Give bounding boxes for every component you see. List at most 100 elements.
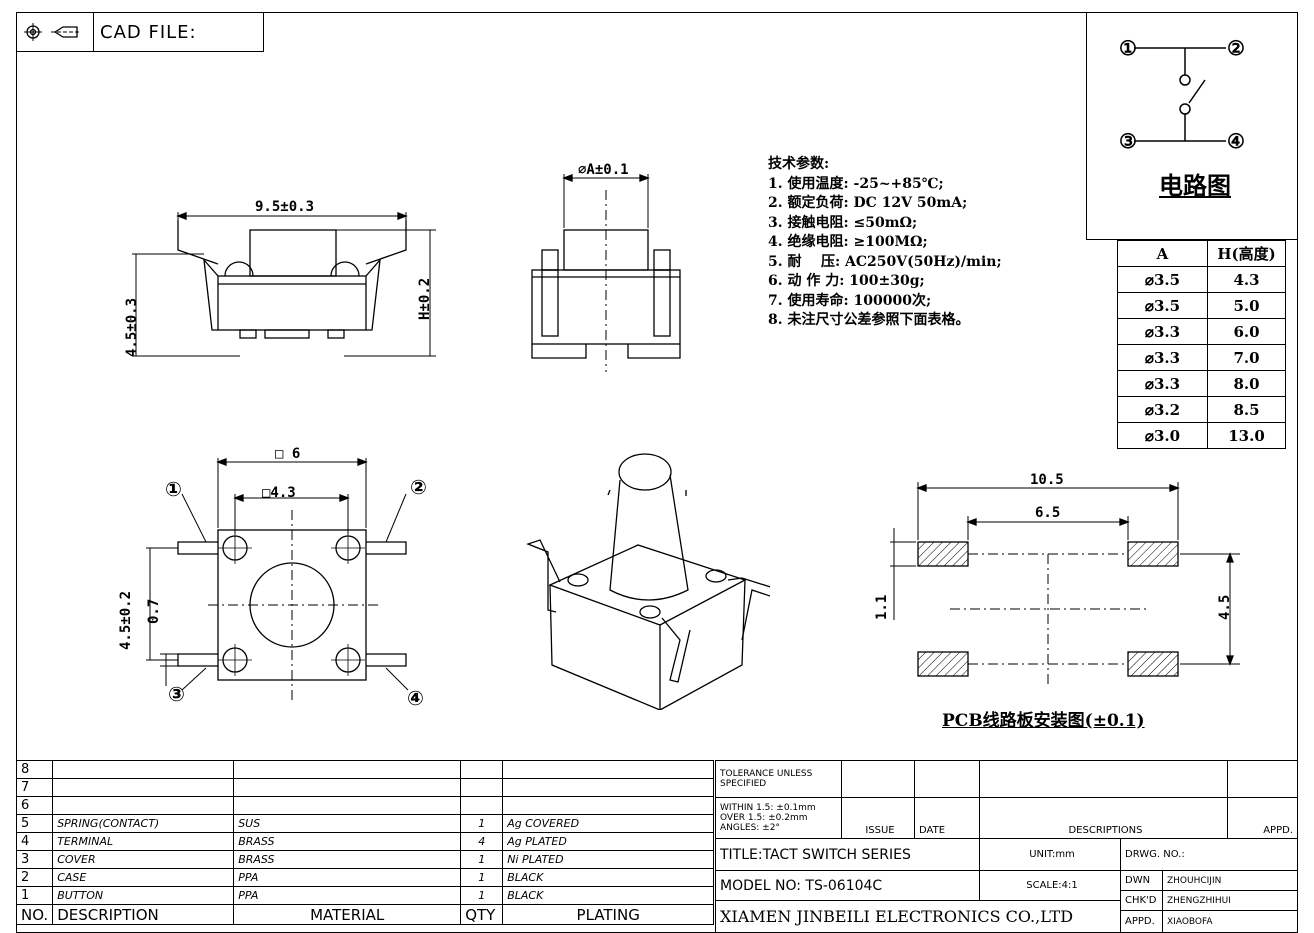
bom-row: 8: [15, 760, 715, 779]
blank-cell: [979, 760, 1228, 798]
spec-item: 4. 绝缘电阻: ≥100MΩ;: [768, 234, 928, 250]
cell-a: ⌀3.3: [1117, 344, 1208, 371]
bom-plating: Ag COVERED: [502, 814, 715, 833]
bom-desc: COVER: [52, 850, 235, 869]
top-pin-1: ①: [165, 477, 182, 501]
unit-label: UNIT:mm: [979, 838, 1121, 871]
cad-file-header: CAD FILE:: [16, 12, 264, 52]
blank-cell: [841, 760, 915, 798]
dim-front-width: 9.5±0.3: [255, 199, 315, 215]
dim-top-height: 4.5±0.2: [118, 590, 134, 650]
bom-header-no: NO.: [15, 904, 54, 925]
cad-file-label: CAD FILE:: [93, 13, 263, 51]
technical-specs: 技术参数: 1. 使用温度: -25~+85℃; 2. 额定负荷: DC 12V 5…: [768, 155, 1002, 331]
bom-desc: SPRING(CONTACT): [52, 814, 235, 833]
bom-header-qty: QTY: [460, 904, 504, 925]
dim-front-height-right: H±0.2: [417, 277, 433, 320]
bom-no: 5: [15, 814, 54, 833]
circuit-schematic: [1134, 47, 1226, 142]
issue-label: ISSUE: [841, 797, 915, 839]
bom-plating: Ag PLATED: [502, 832, 715, 851]
bom-desc: CASE: [52, 868, 235, 887]
top-pin-3: ③: [168, 682, 185, 706]
dim-top-lead: 0.7: [146, 598, 162, 624]
bom-desc: [52, 760, 235, 779]
top-pin-4: ④: [407, 686, 424, 710]
bom-mat: SUS: [233, 814, 462, 833]
circuit-diagram-box: [1086, 12, 1298, 240]
blank-cell: [914, 760, 980, 798]
bom-header-desc: DESCRIPTION: [52, 904, 235, 925]
bom-plating: BLACK: [502, 886, 715, 905]
descriptions-label: DESCRIPTIONS: [979, 797, 1228, 839]
tolerance-within: WITHIN 1.5: ±0.1mm: [720, 803, 816, 813]
bom-qty: 1: [460, 850, 504, 869]
cell-h: 4.3: [1207, 266, 1286, 293]
spec-item: 2. 额定负荷: DC 12V 50mA;: [768, 195, 968, 211]
bom-mat: PPA: [233, 886, 462, 905]
cell-h: 13.0: [1207, 422, 1286, 449]
bom-qty: [460, 778, 504, 797]
bom-no: 4: [15, 832, 54, 851]
spec-item: 1. 使用温度: -25~+85℃;: [768, 175, 944, 192]
bom-mat: PPA: [233, 868, 462, 887]
bom-qty: [460, 760, 504, 779]
model-label: MODEL NO: TS-06104C: [715, 870, 980, 901]
bom-desc: [52, 778, 235, 797]
bom-qty: [460, 796, 504, 815]
drwg-label: DRWG. NO.:: [1120, 838, 1298, 871]
bom-qty: 1: [460, 814, 504, 833]
bom-no: 7: [15, 778, 54, 797]
bom-no: 1: [15, 886, 54, 905]
cell-a: ⌀3.3: [1117, 318, 1208, 345]
cell-h: 8.5: [1207, 396, 1286, 423]
dwn-label: DWN: [1120, 870, 1163, 891]
cell-h: 7.0: [1207, 344, 1286, 371]
chkd-label: CHK'D: [1120, 890, 1163, 911]
bom-header-plating: PLATING: [502, 904, 715, 925]
bom-mat: BRASS: [233, 850, 462, 869]
date-label: DATE: [914, 797, 980, 839]
appd-label: APPD.: [1227, 797, 1298, 839]
tolerance-angles: ANGLES: ±2°: [720, 823, 780, 833]
pcb-layout-drawing: [890, 482, 1240, 688]
spec-item: 3. 接触电阻: ≤50mΩ;: [768, 214, 918, 231]
dim-side-diameter: ⌀A±0.1: [578, 162, 629, 178]
bom-no: 3: [15, 850, 54, 869]
specs-title: 技术参数:: [768, 156, 830, 172]
dim-top-square: □ 6: [275, 446, 301, 462]
cell-a: ⌀3.5: [1117, 292, 1208, 319]
bom-no: 6: [15, 796, 54, 815]
chkd-name: ZHENGZHIHUI: [1162, 890, 1298, 911]
tolerance-values: WITHIN 1.5: ±0.1mm OVER 1.5: ±0.2mm ANGL…: [715, 797, 842, 839]
cell-h: 6.0: [1207, 318, 1286, 345]
height-table-header-h: H(高度): [1207, 240, 1286, 267]
top-pin-2: ②: [410, 475, 427, 499]
pcb-title: PCB线路板安装图(±0.1): [942, 711, 1145, 731]
bom-no: 2: [15, 868, 54, 887]
isometric-view-drawing: [526, 453, 770, 710]
side-view-drawing: [531, 174, 681, 372]
circuit-pin-3: ③: [1119, 129, 1137, 153]
company-name: XIAMEN JINBEILI ELECTRONICS CO.,LTD: [715, 900, 1121, 933]
circuit-pin-4: ④: [1227, 129, 1245, 153]
title-label: TITLE:TACT SWITCH SERIES: [715, 838, 980, 871]
dim-pcb-outer: 10.5: [1030, 472, 1064, 488]
front-view-drawing: [132, 212, 436, 357]
tolerance-over: OVER 1.5: ±0.2mm: [720, 813, 808, 823]
tolerance-label: TOLERANCE UNLESS SPECIFIED: [715, 760, 842, 798]
